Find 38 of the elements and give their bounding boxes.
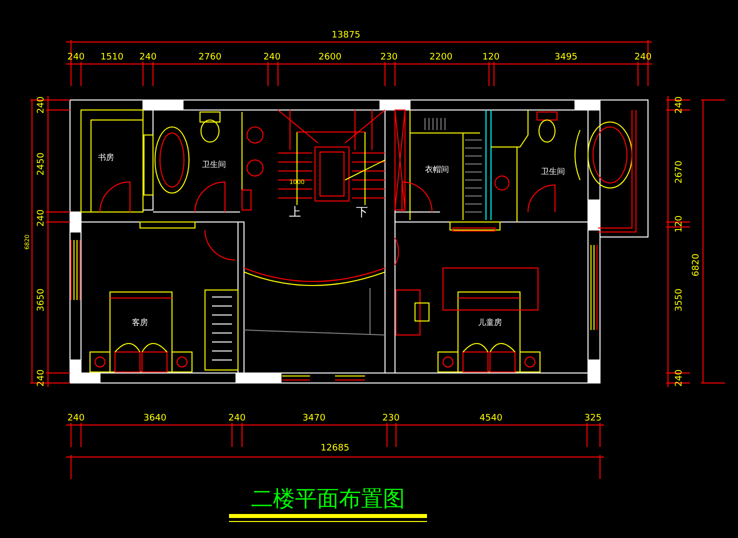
dimension-text: 120 (676, 215, 684, 233)
dimension-text: 240 (676, 96, 684, 114)
stair-label: 上 (289, 206, 301, 218)
dimension-text: 3550 (676, 288, 684, 312)
drawing-title: 二楼平面布置图 (251, 489, 405, 511)
dimension-text: 3650 (38, 288, 46, 312)
dimension-text: 4540 (480, 414, 502, 424)
dimension-text: 230 (380, 54, 398, 62)
dimension-text: 3470 (302, 414, 326, 424)
dimension-text: 2450 (38, 152, 46, 176)
dimension-text: 240 (38, 369, 46, 387)
dimension-text: 240 (139, 54, 157, 62)
room-label: 客房 (132, 319, 148, 327)
dimension-text: 2600 (318, 54, 342, 62)
dimension-text: 13875 (332, 32, 360, 40)
room-label: 书房 (98, 154, 114, 162)
dimension-text: 6820 (692, 254, 702, 276)
dimension-text: 240 (263, 54, 281, 62)
room-label: 卫生间 (541, 168, 565, 176)
dimension-text: 240 (38, 96, 46, 114)
dimension-text: 2200 (430, 54, 452, 62)
dimension-text: 2760 (198, 54, 222, 62)
dimension-text: 3640 (144, 414, 166, 424)
room-label: 儿童房 (478, 319, 502, 327)
room-label: 卫生间 (202, 161, 226, 169)
dimension-text: 1510 (100, 54, 124, 62)
dimension-text: 3495 (554, 54, 578, 62)
dimension-text: 240 (38, 209, 46, 227)
dimension-text: 230 (382, 414, 400, 424)
dimension-text: 325 (584, 414, 602, 424)
room-label: 衣帽间 (425, 166, 449, 174)
dimension-text: 240 (228, 414, 246, 424)
dimension-text: 2670 (676, 160, 684, 184)
dimension-text: 120 (482, 54, 500, 62)
dimension-text: 240 (676, 369, 684, 387)
dimension-text: 240 (67, 414, 85, 424)
dimension-text: 12685 (320, 444, 350, 454)
stair-label: 下 (356, 206, 368, 218)
